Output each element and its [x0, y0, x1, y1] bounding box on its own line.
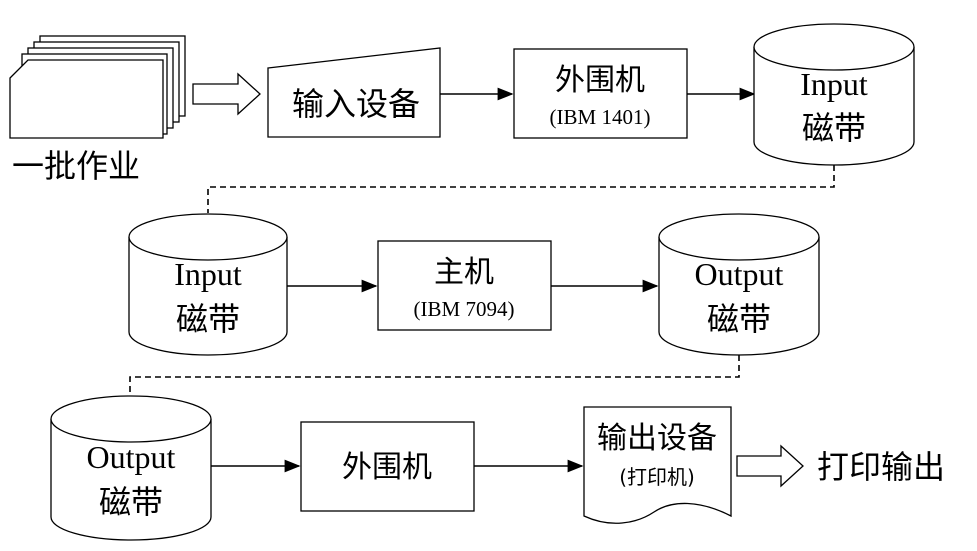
output-tape-2-line1: Output: [695, 256, 784, 292]
peripheral-out-title: 外围机: [342, 450, 432, 485]
input-device-label: 输入设备: [292, 85, 420, 123]
output-tape-3-line1: Output: [87, 439, 176, 475]
input-tape-cylinder-1: [753, 23, 915, 166]
hollow-arrow-1: [192, 72, 261, 116]
peripheral-out-box: [300, 421, 475, 512]
dashed-connector-2: [129, 355, 740, 397]
peripheral-1401-model: (IBM 1401): [550, 105, 651, 129]
input-tape-2-line1: Input: [174, 256, 242, 292]
job-cards-stack-icon: [9, 35, 186, 139]
peripheral-1401-title: 外围机: [555, 63, 645, 98]
input-tape-1-line1: Input: [800, 66, 868, 102]
output-device-shape: [583, 406, 732, 524]
input-tape-cylinder-2: [128, 213, 288, 356]
output-tape-cylinder-2: [658, 213, 820, 356]
batch-jobs-label: 一批作业: [12, 147, 140, 185]
output-device-title: 输出设备: [597, 421, 717, 456]
output-tape-2-line2: 磁带: [707, 300, 771, 338]
output-tape-cylinder-3: [50, 395, 212, 541]
host-7094-model: (IBM 7094): [414, 297, 515, 321]
input-tape-2-line2: 磁带: [176, 300, 240, 338]
hollow-arrow-2: [736, 444, 804, 488]
host-7094-box: [377, 240, 552, 331]
print-output-label: 打印输出: [817, 448, 945, 486]
dashed-connector-1: [207, 165, 835, 213]
input-device-shape: [267, 47, 441, 138]
host-7094-title: 主机: [434, 255, 494, 290]
output-tape-3-line2: 磁带: [99, 483, 163, 521]
output-device-subtitle: (打印机): [619, 465, 695, 489]
input-tape-1-line2: 磁带: [802, 109, 866, 147]
